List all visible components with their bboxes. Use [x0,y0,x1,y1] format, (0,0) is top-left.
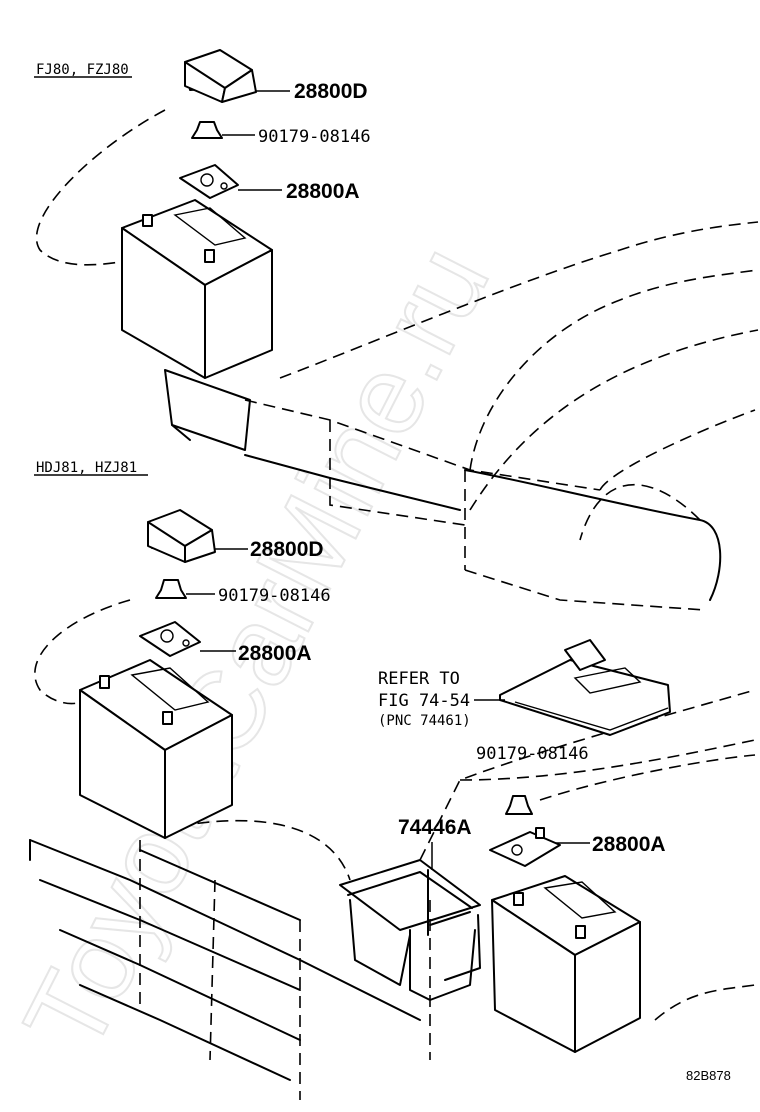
terminal-clamp-top [179,164,239,199]
nut-bottom-callout: 90179-08146 [218,586,331,606]
terminal-clamp-right [489,827,561,867]
cover-bottom-callout: 28800D [250,538,324,561]
battery-tray [499,639,671,736]
vehicle-body-bottom [29,599,756,1100]
models-top-label: FJ80, FZJ80 [36,62,129,78]
cover-top-callout: 28800D [294,80,368,103]
battery-hold-down-bracket [339,859,481,1001]
nut-right [505,795,533,815]
terminal-clamp-bottom [139,621,201,657]
refer-line-2: FIG 74-54 [378,691,470,711]
terminal-right-callout: 28800A [592,833,666,856]
terminal-bottom-callout: 28800A [238,642,312,665]
refer-line-3: (PNC 74461) [378,713,471,729]
nut-top [191,121,223,139]
figure-code: 82B878 [686,1068,731,1083]
terminal-cover-bottom [147,509,216,563]
nut-top-callout: 90179-08146 [258,127,371,147]
terminal-top-callout: 28800A [286,180,360,203]
bracket-callout: 74446A [398,816,472,839]
models-bottom-label: HDJ81, HZJ81 [36,460,137,476]
terminal-cover-top [184,49,257,103]
nut-bottom [155,579,187,599]
battery-bottom-left [79,659,233,839]
nut-right-callout: 90179-08146 [476,744,589,764]
battery-bottom-right [491,875,641,1053]
battery-top [121,199,273,379]
refer-line-1: REFER TO [378,669,460,689]
vehicle-body-top [35,109,759,611]
